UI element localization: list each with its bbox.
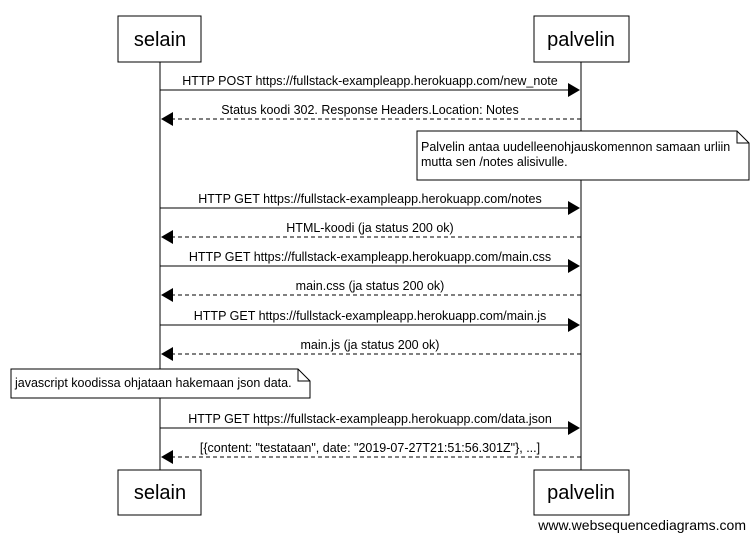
message-html-response: HTML-koodi (ja status 200 ok) <box>161 221 581 244</box>
participant-label: selain <box>134 482 186 504</box>
note-line: mutta sen /notes alisivulle. <box>421 155 568 169</box>
watermark-text: www.websequencediagrams.com <box>537 517 746 533</box>
note-browser-json: javascript koodissa ohjataan hakemaan js… <box>10 368 311 399</box>
message-main-js-response: main.js (ja status 200 ok) <box>161 338 581 361</box>
participant-browser-top: selain <box>117 15 202 63</box>
message-data-json-response: [{content: "testataan", date: "2019-07-2… <box>161 441 581 464</box>
message-label: Status koodi 302. Response Headers.Locat… <box>221 103 518 117</box>
note-line: Palvelin antaa uudelleenohjauskomennon s… <box>421 140 730 154</box>
message-label: main.css (ja status 200 ok) <box>296 279 445 293</box>
message-label: HTTP GET https://fullstack-exampleapp.he… <box>198 192 541 206</box>
message-label: HTML-koodi (ja status 200 ok) <box>286 221 453 235</box>
message-label: [{content: "testataan", date: "2019-07-2… <box>200 441 540 455</box>
note-line: javascript koodissa ohjataan hakemaan js… <box>14 376 292 390</box>
participant-label: selain <box>134 29 186 51</box>
message-label: HTTP GET https://fullstack-exampleapp.he… <box>194 309 546 323</box>
note-server-redirect: Palvelin antaa uudelleenohjauskomennon s… <box>416 130 750 181</box>
message-get-notes: HTTP GET https://fullstack-exampleapp.he… <box>160 192 580 215</box>
message-get-main-js: HTTP GET https://fullstack-exampleapp.he… <box>160 309 580 332</box>
message-post-new-note: HTTP POST https://fullstack-exampleapp.h… <box>160 74 580 97</box>
message-get-data-json: HTTP GET https://fullstack-exampleapp.he… <box>160 412 580 435</box>
message-get-main-css: HTTP GET https://fullstack-exampleapp.he… <box>160 250 580 273</box>
participant-label: palvelin <box>547 482 615 504</box>
message-label: HTTP GET https://fullstack-exampleapp.he… <box>188 412 552 426</box>
message-label: main.js (ja status 200 ok) <box>301 338 440 352</box>
participant-browser-bottom: selain <box>117 469 202 516</box>
message-redirect-response: Status koodi 302. Response Headers.Locat… <box>161 103 581 126</box>
message-label: HTTP GET https://fullstack-exampleapp.he… <box>189 250 551 264</box>
message-main-css-response: main.css (ja status 200 ok) <box>161 279 581 302</box>
message-label: HTTP POST https://fullstack-exampleapp.h… <box>182 74 557 88</box>
participant-server-bottom: palvelin <box>533 469 630 516</box>
participant-server-top: palvelin <box>533 15 630 63</box>
participant-label: palvelin <box>547 29 615 51</box>
